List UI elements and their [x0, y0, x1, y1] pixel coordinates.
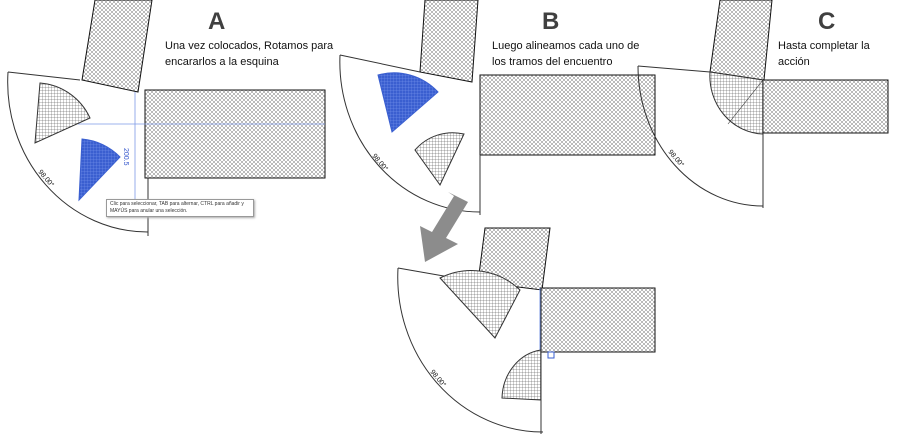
caption-line: Una vez colocados, Rotamos para [165, 40, 334, 52]
caption-a: Una vez colocados, Rotamos para encararl… [165, 38, 333, 70]
caption-line: encararlos a la esquina [165, 56, 279, 68]
caption-line: los tramos del encuentro [492, 56, 613, 68]
panel-a: 98.00° 200.5 [7, 0, 326, 236]
caption-b: Luego alineamos cada uno de los tramos d… [492, 38, 639, 70]
caption-line: Luego alineamos cada uno de [492, 40, 640, 52]
step-letter-c: C [818, 8, 836, 35]
step-letter-b: B [542, 8, 560, 35]
caption-line: Hasta completar la acción [778, 40, 870, 68]
caption-c: Hasta completar la acción [778, 38, 900, 70]
panel-b: 98.00° [339, 0, 656, 215]
wedge-joined [709, 71, 764, 135]
wedge-selected[interactable] [377, 72, 439, 133]
down-arrow [420, 192, 468, 262]
angle-arc [7, 71, 149, 233]
wedge-unselected [414, 132, 465, 186]
angle-label-b: 98.00° [370, 152, 389, 173]
wedge-unselected [34, 82, 91, 144]
angle-label-bottom: 98.00° [428, 368, 447, 389]
panel-b-result: 98.00° [397, 227, 656, 434]
wall-vertical [81, 0, 153, 93]
wall-horizontal [144, 89, 326, 179]
align-handle-icon[interactable] [547, 351, 555, 359]
wedge-aligned [439, 270, 521, 339]
wedge-aligned [501, 349, 542, 401]
panel-c: 98.00° [637, 0, 889, 208]
selection-tooltip: Clic para seleccionar, TAB para alternar… [106, 199, 254, 217]
step-letter-a: A [208, 8, 226, 35]
wedge-selected[interactable] [78, 138, 121, 202]
dimension-label: 200.5 [122, 148, 129, 166]
